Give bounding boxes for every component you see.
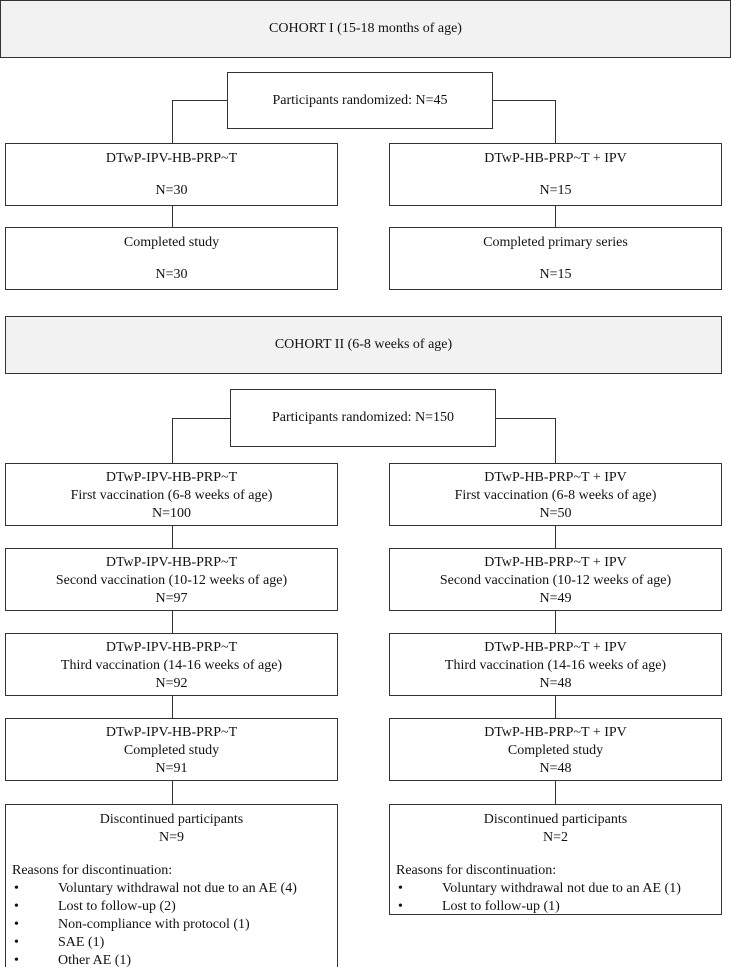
stage-label: Second vaccination (10-12 weeks of age) [439,573,672,588]
stage-n: N=97 [155,591,188,606]
reason-item: Voluntary withdrawal not due to an AE (4… [12,880,297,898]
reason-item: SAE (1) [12,934,297,952]
stage-n: N=49 [539,591,572,606]
stage-label: Second vaccination (10-12 weeks of age) [55,573,288,588]
left-stage-box: DTwP-IPV-HB-PRP~T First vaccination (6-8 … [5,463,338,526]
stage-arm: DTwP-HB-PRP~T + IPV [484,725,627,740]
stage-n: N=92 [155,676,188,691]
cohort1-randomized: Participants randomized: N=45 [227,72,493,129]
stage-arm: DTwP-IPV-HB-PRP~T [105,725,238,740]
left-stage-box: DTwP-IPV-HB-PRP~T Second vaccination (10-… [5,548,338,611]
reason-item: Non-compliance with protocol (1) [12,916,297,934]
stage-label: Completed study [123,743,220,758]
reasons-list: Voluntary withdrawal not due to an AE (1… [396,880,681,916]
stage-label: Third vaccination (14-16 weeks of age) [60,658,283,673]
right-discontinued: Discontinued participants N=2 Reasons fo… [389,804,722,916]
left-discontinued: Discontinued participants N=9 Reasons fo… [5,804,338,967]
cohort1-header: COHORT I (15-18 months of age) [0,0,731,58]
connector [172,100,227,102]
stage-n: N=48 [539,676,572,691]
connector [496,418,555,420]
connector [555,526,557,548]
reason-item: Lost to follow-up (2) [12,898,297,916]
right-stage-box: DTwP-HB-PRP~T + IPV First vaccination (6-… [389,463,722,526]
reason-item: Other AE (1) [12,952,297,967]
reason-item: Lost to follow-up (1) [396,898,681,916]
connector [555,611,557,633]
connector [555,100,557,143]
stage-arm: DTwP-HB-PRP~T + IPV [484,640,627,655]
stage-n: N=91 [155,761,188,776]
cohort1-left-completed: Completed study N=30 [5,227,338,290]
stage-arm: DTwP-IPV-HB-PRP~T [105,470,238,485]
connector [555,206,557,227]
cohort2-randomized: Participants randomized: N=150 [230,389,496,447]
stage-arm: DTwP-IPV-HB-PRP~T [105,555,238,570]
connector [555,781,557,804]
reason-item: Voluntary withdrawal not due to an AE (1… [396,880,681,898]
stage-n: N=50 [539,506,572,521]
left-stage-box: DTwP-IPV-HB-PRP~T Third vaccination (14-1… [5,633,338,696]
cohort1-left-arm: DTwP-IPV-HB-PRP~T N=30 [5,143,338,206]
cohort1-right-completed: Completed primary series N=15 [389,227,722,290]
connector [172,100,174,143]
connector [172,526,174,548]
connector [172,611,174,633]
right-stage-box: DTwP-HB-PRP~T + IPV Third vaccination (14… [389,633,722,696]
connector [172,696,174,718]
stage-arm: DTwP-IPV-HB-PRP~T [105,640,238,655]
cohort1-right-arm: DTwP-HB-PRP~T + IPV N=15 [389,143,722,206]
stage-n: N=48 [539,761,572,776]
connector [493,100,555,102]
reasons-list: Voluntary withdrawal not due to an AE (4… [12,880,297,967]
right-stage-box: DTwP-HB-PRP~T + IPV Second vaccination (1… [389,548,722,611]
connector [172,206,174,227]
stage-label: Third vaccination (14-16 weeks of age) [444,658,667,673]
stage-label: First vaccination (6-8 weeks of age) [454,488,657,503]
cohort2-header: COHORT II (6-8 weeks of age) [5,316,722,374]
stage-label: Completed study [507,743,604,758]
connector [555,418,557,463]
stage-arm: DTwP-HB-PRP~T + IPV [484,470,627,485]
connector [172,418,174,463]
stage-n: N=100 [151,506,191,521]
stage-arm: DTwP-HB-PRP~T + IPV [484,555,627,570]
connector [172,418,230,420]
stage-label: First vaccination (6-8 weeks of age) [70,488,273,503]
connector [555,696,557,718]
connector [172,781,174,804]
